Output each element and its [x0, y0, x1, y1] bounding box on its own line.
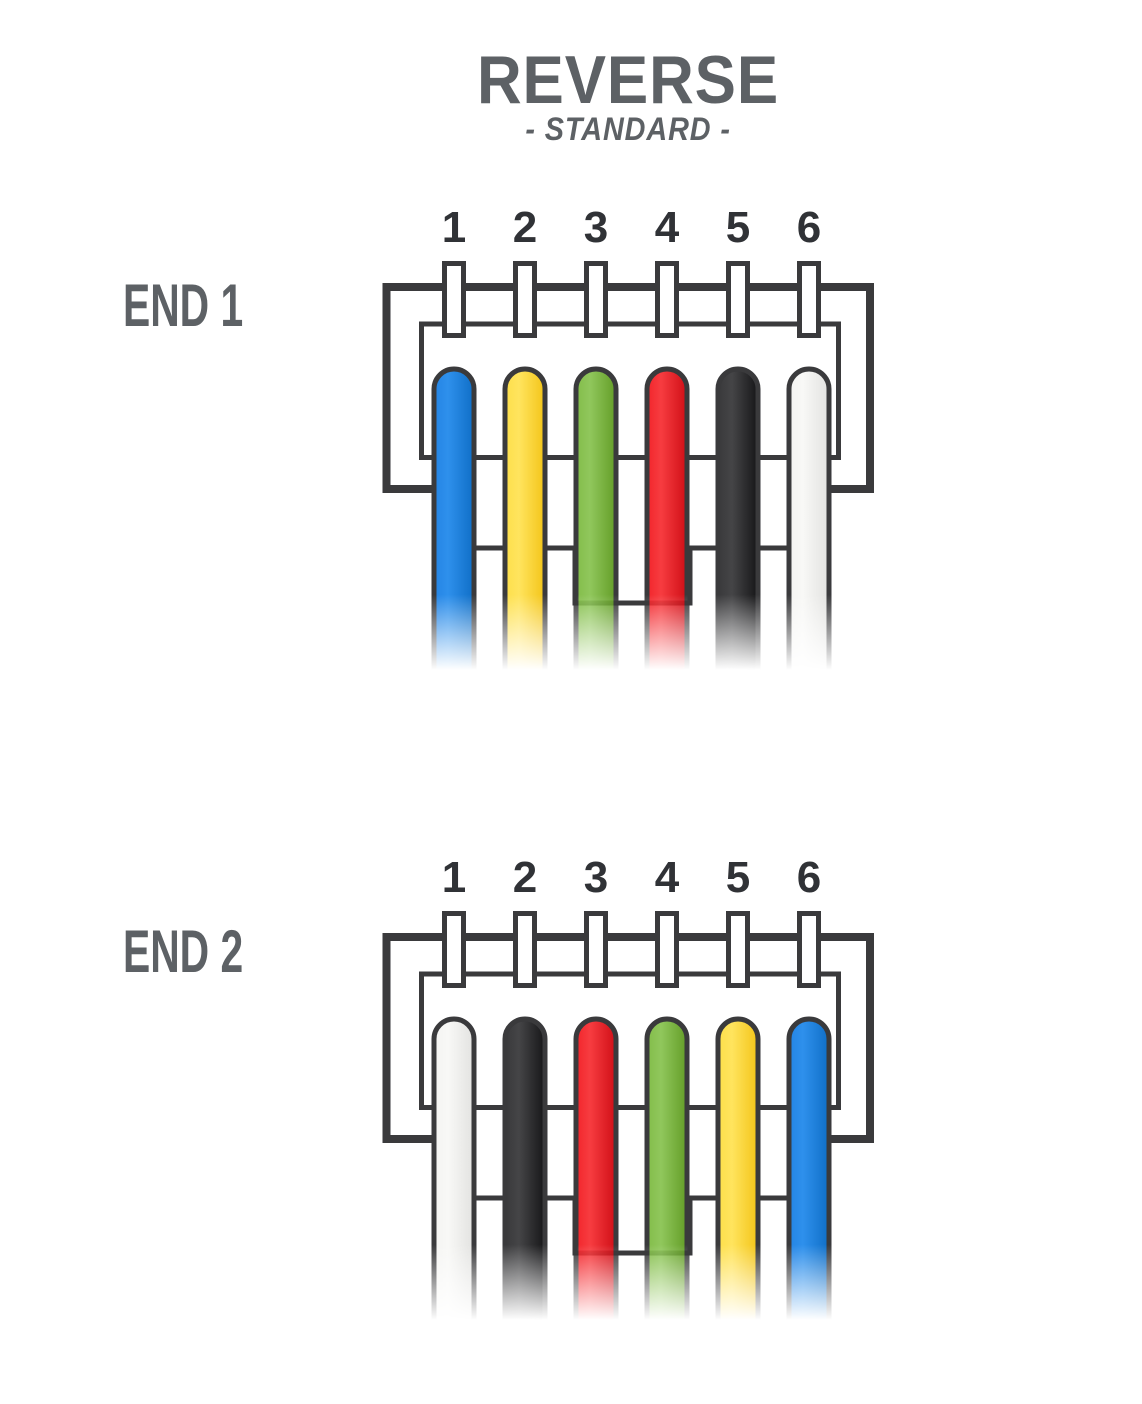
pin-slot-2 [513, 911, 537, 988]
pin-slot-4 [655, 911, 679, 988]
wire-white [786, 366, 832, 693]
page-subtitle-text: - STANDARD - [525, 111, 731, 147]
wire-yellow [502, 366, 548, 693]
pin-number-3: 3 [584, 203, 608, 252]
pin-number-6: 6 [797, 203, 821, 252]
pin-slot-5 [726, 261, 750, 338]
wire-green [644, 1016, 690, 1343]
wire-red [644, 366, 690, 693]
wire-black [502, 1016, 548, 1343]
pin-number-1: 1 [442, 853, 466, 902]
pin-slot-1 [442, 261, 466, 338]
page-title-text: REVERSE [476, 42, 780, 118]
pin-number-4: 4 [655, 203, 680, 252]
wire-group [431, 1016, 832, 1343]
wire-white [431, 1016, 477, 1343]
pin-number-2: 2 [513, 203, 537, 252]
pin-slot-3 [584, 261, 608, 338]
wire-black [715, 366, 761, 693]
wire-red [573, 1016, 619, 1343]
connector-inner-slot [419, 321, 841, 460]
wire-blue [786, 1016, 832, 1343]
pin-slot-3 [584, 911, 608, 988]
pin-number-3: 3 [584, 853, 608, 902]
end-2-label: END 2 [123, 918, 244, 985]
pin-slot-6 [797, 911, 821, 988]
pin-number-2: 2 [513, 853, 537, 902]
pin-number-6: 6 [797, 853, 821, 902]
connector-inner-slot [419, 971, 841, 1110]
pin-slot-6 [797, 261, 821, 338]
page-subtitle: - STANDARD - [363, 113, 893, 145]
wire-yellow [715, 1016, 761, 1343]
wire-blue [431, 366, 477, 693]
wire-group [431, 366, 832, 693]
pin-number-1: 1 [442, 203, 466, 252]
pin-slot-2 [513, 261, 537, 338]
pin-number-5: 5 [726, 203, 750, 252]
pin-slot-5 [726, 911, 750, 988]
pin-number-5: 5 [726, 853, 750, 902]
pin-slot-4 [655, 261, 679, 338]
pin-slot-1 [442, 911, 466, 988]
page-title: REVERSE [363, 46, 893, 114]
wire-green [573, 366, 619, 693]
end-1-label: END 1 [123, 272, 244, 339]
pin-number-4: 4 [655, 853, 680, 902]
